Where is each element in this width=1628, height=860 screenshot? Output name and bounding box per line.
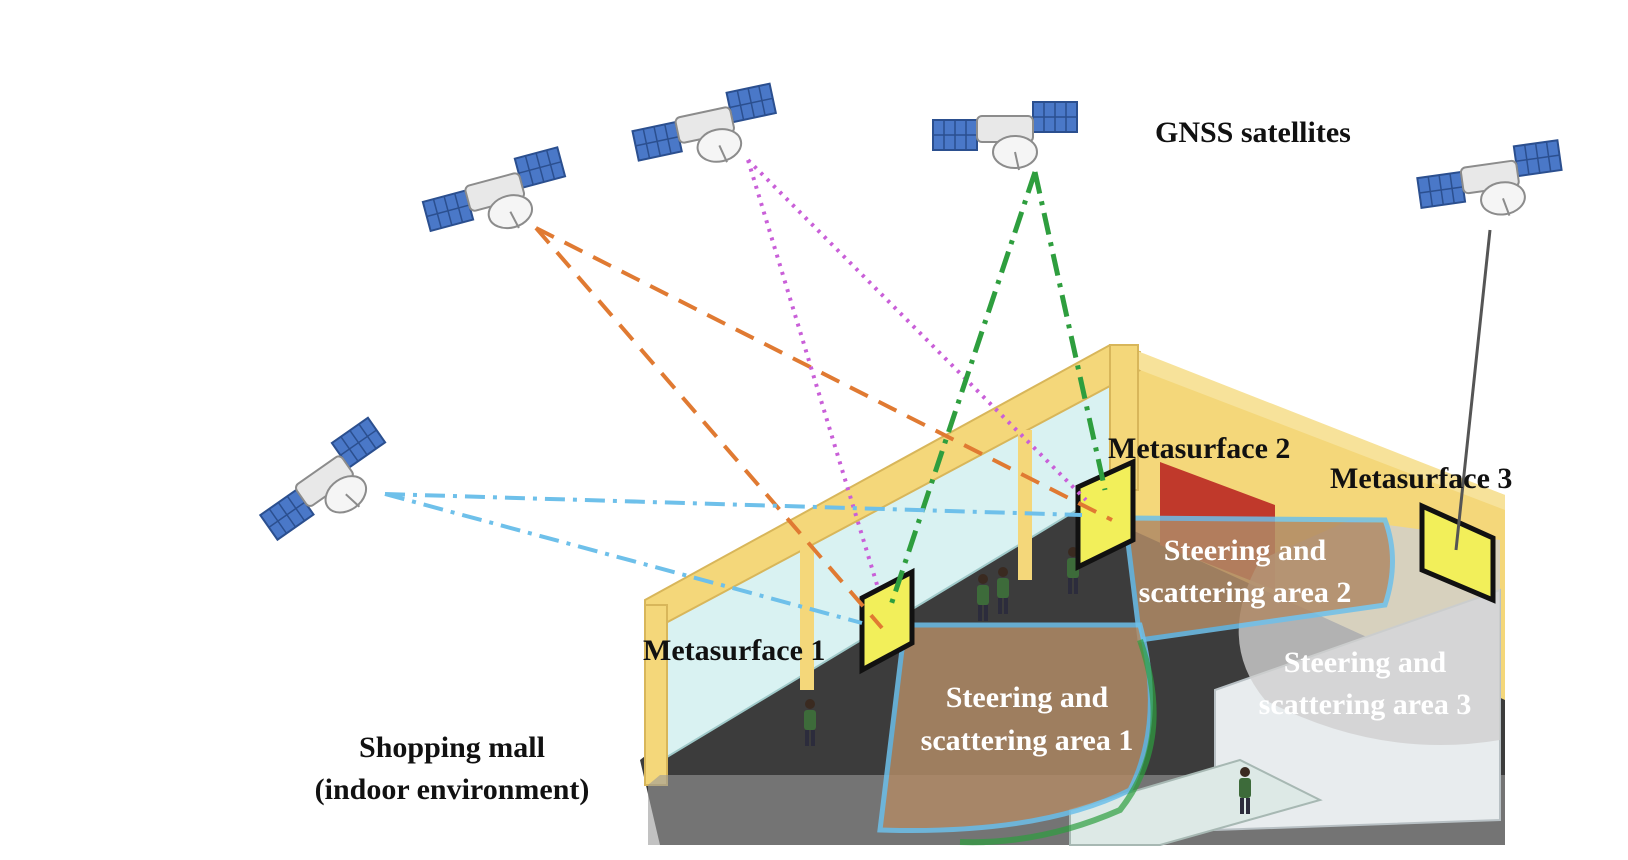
signal-paths <box>384 158 1492 630</box>
gray-path <box>1454 229 1492 551</box>
magenta-path-b <box>746 158 1088 502</box>
area-3-label-line2: scattering area 3 <box>1259 688 1472 721</box>
magenta-path-a <box>746 159 880 589</box>
orange-path-a <box>534 226 884 630</box>
mall-label-line2: (indoor environment) <box>315 773 590 806</box>
metasurface-3-panel <box>1419 502 1496 604</box>
satellite-icon <box>250 418 407 556</box>
metasurface-3-label: Metasurface 3 <box>1330 462 1512 495</box>
gnss-satellites-label: GNSS satellites <box>1155 116 1351 149</box>
orange-path-b <box>535 226 1113 522</box>
scattering-areas <box>877 515 1500 846</box>
area-1-label-line1: Steering and <box>946 681 1109 714</box>
mall-label-line1: Shopping mall <box>359 731 545 764</box>
area-2-label-line1: Steering and <box>1164 534 1327 567</box>
metasurface-1-panel <box>859 567 915 675</box>
labels: GNSS satellites Metasurface 2 Metasurfac… <box>315 116 1513 806</box>
cyan-path-b <box>384 492 1083 517</box>
cyan-path-a <box>384 492 863 625</box>
column-left <box>644 604 668 786</box>
area-1-label-line2: scattering area 1 <box>921 724 1134 757</box>
metasurface-1-label: Metasurface 1 <box>643 634 825 667</box>
metasurface-2-panel <box>1075 458 1136 572</box>
area-2-label-line2: scattering area 2 <box>1139 576 1352 609</box>
freezer-units <box>1069 758 1323 846</box>
satellite-icon <box>629 84 784 180</box>
back-wall-rim <box>1110 345 1505 510</box>
satellite-icon <box>1415 140 1567 227</box>
green-path-b <box>1032 171 1108 491</box>
column-2 <box>800 545 814 690</box>
satellite-icon <box>933 102 1077 170</box>
area-3-label-line1: Steering and <box>1284 646 1447 679</box>
column-3 <box>1018 430 1032 580</box>
green-path-a <box>887 171 1038 609</box>
metasurfaces <box>859 458 1496 675</box>
scattering-area-2 <box>1122 515 1395 643</box>
scattering-area-1-edge <box>959 639 1157 846</box>
metasurface-2-label: Metasurface 2 <box>1108 432 1290 465</box>
